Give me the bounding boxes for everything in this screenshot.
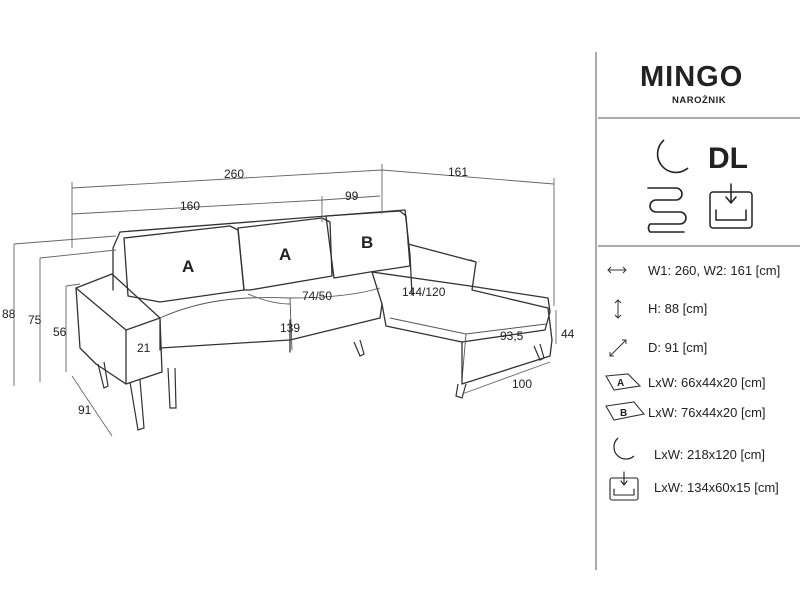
spec-sleeping-row: LxW: 218x120 [cm] xyxy=(613,437,765,462)
spec-cushion-b-row: B LxW: 76x44x20 [cm] xyxy=(605,401,766,421)
chaise-front xyxy=(461,339,553,385)
dim-w1-260: 260 xyxy=(224,167,244,181)
spec-width-row: W1: 260, W2: 161 [cm] xyxy=(607,263,780,278)
cushion-a-icon: A xyxy=(605,373,642,391)
dim-100: 100 xyxy=(512,377,532,391)
spec-height-text: H: 88 [cm] xyxy=(648,301,707,316)
crescent-moon-icon xyxy=(656,139,689,174)
product-subtitle: NAROŻNIK xyxy=(672,95,726,106)
chaise-seat xyxy=(371,271,551,343)
sofa-backrest-frame xyxy=(112,209,413,296)
leg-mid-b xyxy=(353,339,365,357)
spec-cushion-a-text: LxW: 66x44x20 [cm] xyxy=(648,375,766,390)
spec-width-text: W1: 260, W2: 161 [cm] xyxy=(648,263,780,278)
dim-99: 99 xyxy=(345,189,359,203)
dim-93-5: 93,5 xyxy=(500,329,524,343)
leg-chaise-right xyxy=(533,343,545,361)
cushion-letter-a-middle: A xyxy=(279,245,291,264)
spec-storage-text: LxW: 134x60x15 [cm] xyxy=(654,480,779,495)
chaise-side-panel xyxy=(407,243,553,341)
left-armrest xyxy=(75,273,163,385)
product-title: MINGO xyxy=(640,61,743,93)
dim-91: 91 xyxy=(78,403,92,417)
dim-w2-161: 161 xyxy=(448,165,468,179)
spec-height-row: H: 88 [cm] xyxy=(614,299,707,319)
dimension-labels: 260 161 160 99 88 75 56 91 21 139 74/50 … xyxy=(2,165,575,417)
dim-21: 21 xyxy=(137,341,151,355)
dim-74-50: 74/50 xyxy=(302,289,332,303)
diagonal-arrows-icon xyxy=(609,339,627,357)
spec-cushion-b-text: LxW: 76x44x20 [cm] xyxy=(648,405,766,420)
dim-75: 75 xyxy=(28,313,42,327)
crescent-moon-icon xyxy=(613,437,635,460)
leg-front-left xyxy=(129,379,145,431)
dim-88: 88 xyxy=(2,307,16,321)
dim-139: 139 xyxy=(280,321,300,335)
dimension-lines xyxy=(13,164,557,437)
spec-depth-row: D: 91 [cm] xyxy=(609,339,707,357)
storage-container-icon xyxy=(709,183,753,229)
leg-mid xyxy=(167,367,177,409)
cushion-letter-a-left: A xyxy=(182,257,194,276)
spec-depth-text: D: 91 [cm] xyxy=(648,340,707,355)
back-cushion-b xyxy=(325,210,411,279)
spec-cushion-a-row: A LxW: 66x44x20 [cm] xyxy=(605,373,766,391)
spec-sleeping-text: LxW: 218x120 [cm] xyxy=(654,447,765,462)
dim-44: 44 xyxy=(561,327,575,341)
cushion-a-badge-letter: A xyxy=(617,378,624,389)
mechanism-label: DL xyxy=(708,142,748,175)
leg-chaise-front xyxy=(455,383,467,399)
main-seat-front xyxy=(159,303,383,353)
info-panel: MINGO NAROŻNIK DL W1: 260, W2: 161 [cm] xyxy=(595,52,800,570)
vertical-arrows-icon xyxy=(614,299,622,319)
cushion-letter-b: B xyxy=(361,233,373,252)
cushion-b-badge-letter: B xyxy=(620,408,627,419)
cushion-b-icon: B xyxy=(605,401,646,421)
storage-container-icon xyxy=(609,471,639,501)
seat-cushion-seams xyxy=(159,287,381,351)
sofa-drawing: A A B xyxy=(75,209,553,431)
leg-front-left-b xyxy=(97,361,109,389)
dim-160: 160 xyxy=(180,199,200,213)
dim-144-120: 144/120 xyxy=(402,285,446,299)
dim-56: 56 xyxy=(53,325,67,339)
spring-icon xyxy=(647,187,687,233)
horizontal-arrows-icon xyxy=(607,266,627,274)
spec-storage-row: LxW: 134x60x15 [cm] xyxy=(609,471,779,501)
chaise-seam xyxy=(389,317,547,381)
